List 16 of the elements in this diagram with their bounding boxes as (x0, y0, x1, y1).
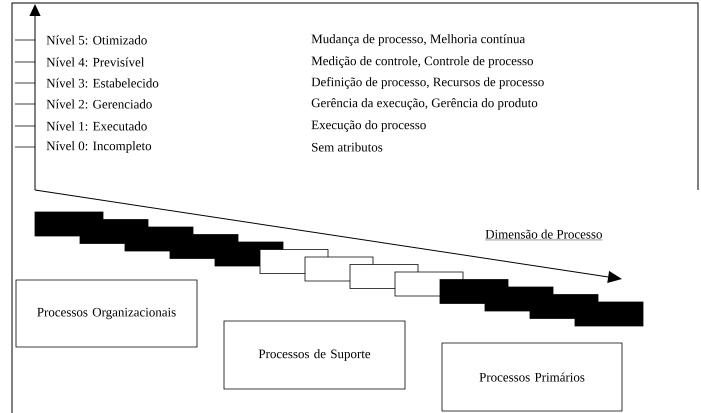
process-box: Processos Primários (442, 342, 622, 412)
level-label: Nível 2: Gerenciado (46, 99, 152, 109)
level-label: Nível 1: Executado (46, 121, 147, 131)
attribute-label: Gerência da execução, Gerência do produto (312, 98, 538, 110)
attribute-label: Definição de processo, Recursos de processo (312, 77, 544, 89)
attribute-label: Execução do processo (312, 120, 426, 132)
level-label: Nível 5: Otimizado (46, 35, 147, 45)
level-label: Nível 0: Incompleto (46, 141, 152, 153)
axis-label: Dimensão de Processo (485, 229, 603, 240)
attribute-label: Mudança de processo, Melhoria contínua (312, 34, 526, 46)
attribute-label: Medição de controle, Controle de processo (312, 56, 533, 68)
process-box: Processos Organizacionais (16, 280, 198, 348)
process-box: Processos de Suporte (224, 320, 406, 390)
attribute-label: Sem atributos (312, 142, 382, 152)
level-label: Nível 4: Previsível (46, 57, 144, 67)
level-label: Nível 3: Estabelecido (46, 78, 158, 88)
